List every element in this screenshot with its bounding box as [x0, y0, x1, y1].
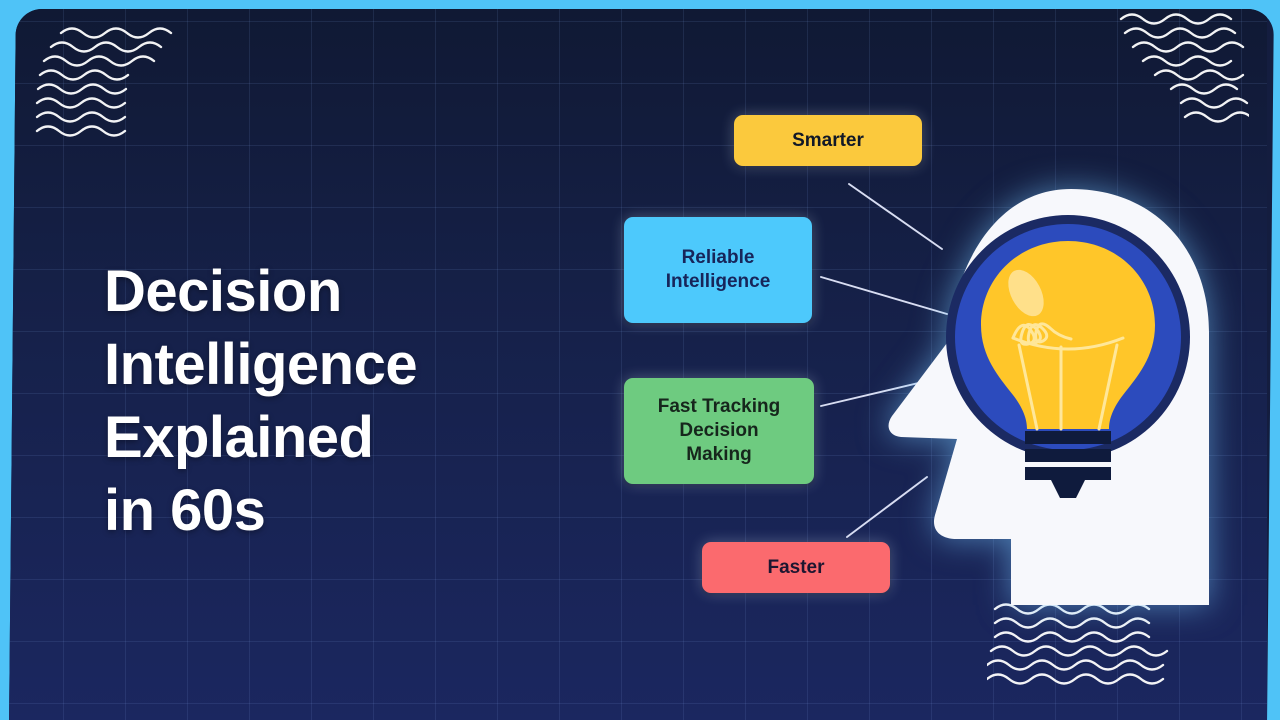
label-chip-smarter-text: Smarter	[792, 129, 864, 151]
connector-lines	[820, 183, 948, 538]
label-chip-faster-text: Faster	[767, 556, 825, 578]
chip1-line1: Reliable	[681, 247, 755, 269]
head-with-lightbulb-illustration	[861, 187, 1221, 607]
label-chip-reliable-intelligence[interactable]: Reliable Intelligence	[624, 217, 812, 323]
bulb-strut-right	[1097, 343, 1119, 431]
chip2-line1: Fast Tracking	[657, 396, 781, 418]
connector-line-fast	[820, 380, 928, 407]
chip2-line2: Decision	[679, 420, 759, 442]
connector-line-smarter	[848, 183, 943, 250]
bulb-base-band-3	[1025, 467, 1111, 480]
lightbulb-icon	[981, 241, 1155, 498]
chip1-line2: Intelligence	[665, 271, 771, 292]
label-chip-smarter[interactable]: Smarter	[734, 115, 922, 166]
connector-line-faster	[846, 476, 928, 538]
connector-line-reliable	[820, 276, 948, 315]
chip2-line3: Making	[686, 443, 752, 465]
bulb-base-band-1	[1025, 431, 1111, 444]
bulb-glass-inner	[1011, 336, 1125, 351]
bulb-base-band-2	[1025, 449, 1111, 462]
label-chip-fast-tracking-text: Fast Tracking Decision Making	[658, 395, 781, 467]
bulb-base-tip	[1051, 480, 1085, 498]
slide-panel: Decision Intelligence Explained in 60s S…	[9, 9, 1274, 720]
bulb-strut-left	[1017, 343, 1039, 431]
label-chip-reliable-intelligence-text: Reliable Intelligence	[666, 246, 771, 294]
bulb-highlight	[1008, 269, 1044, 317]
label-chip-fast-tracking-decision-making[interactable]: Fast Tracking Decision Making	[624, 378, 814, 484]
